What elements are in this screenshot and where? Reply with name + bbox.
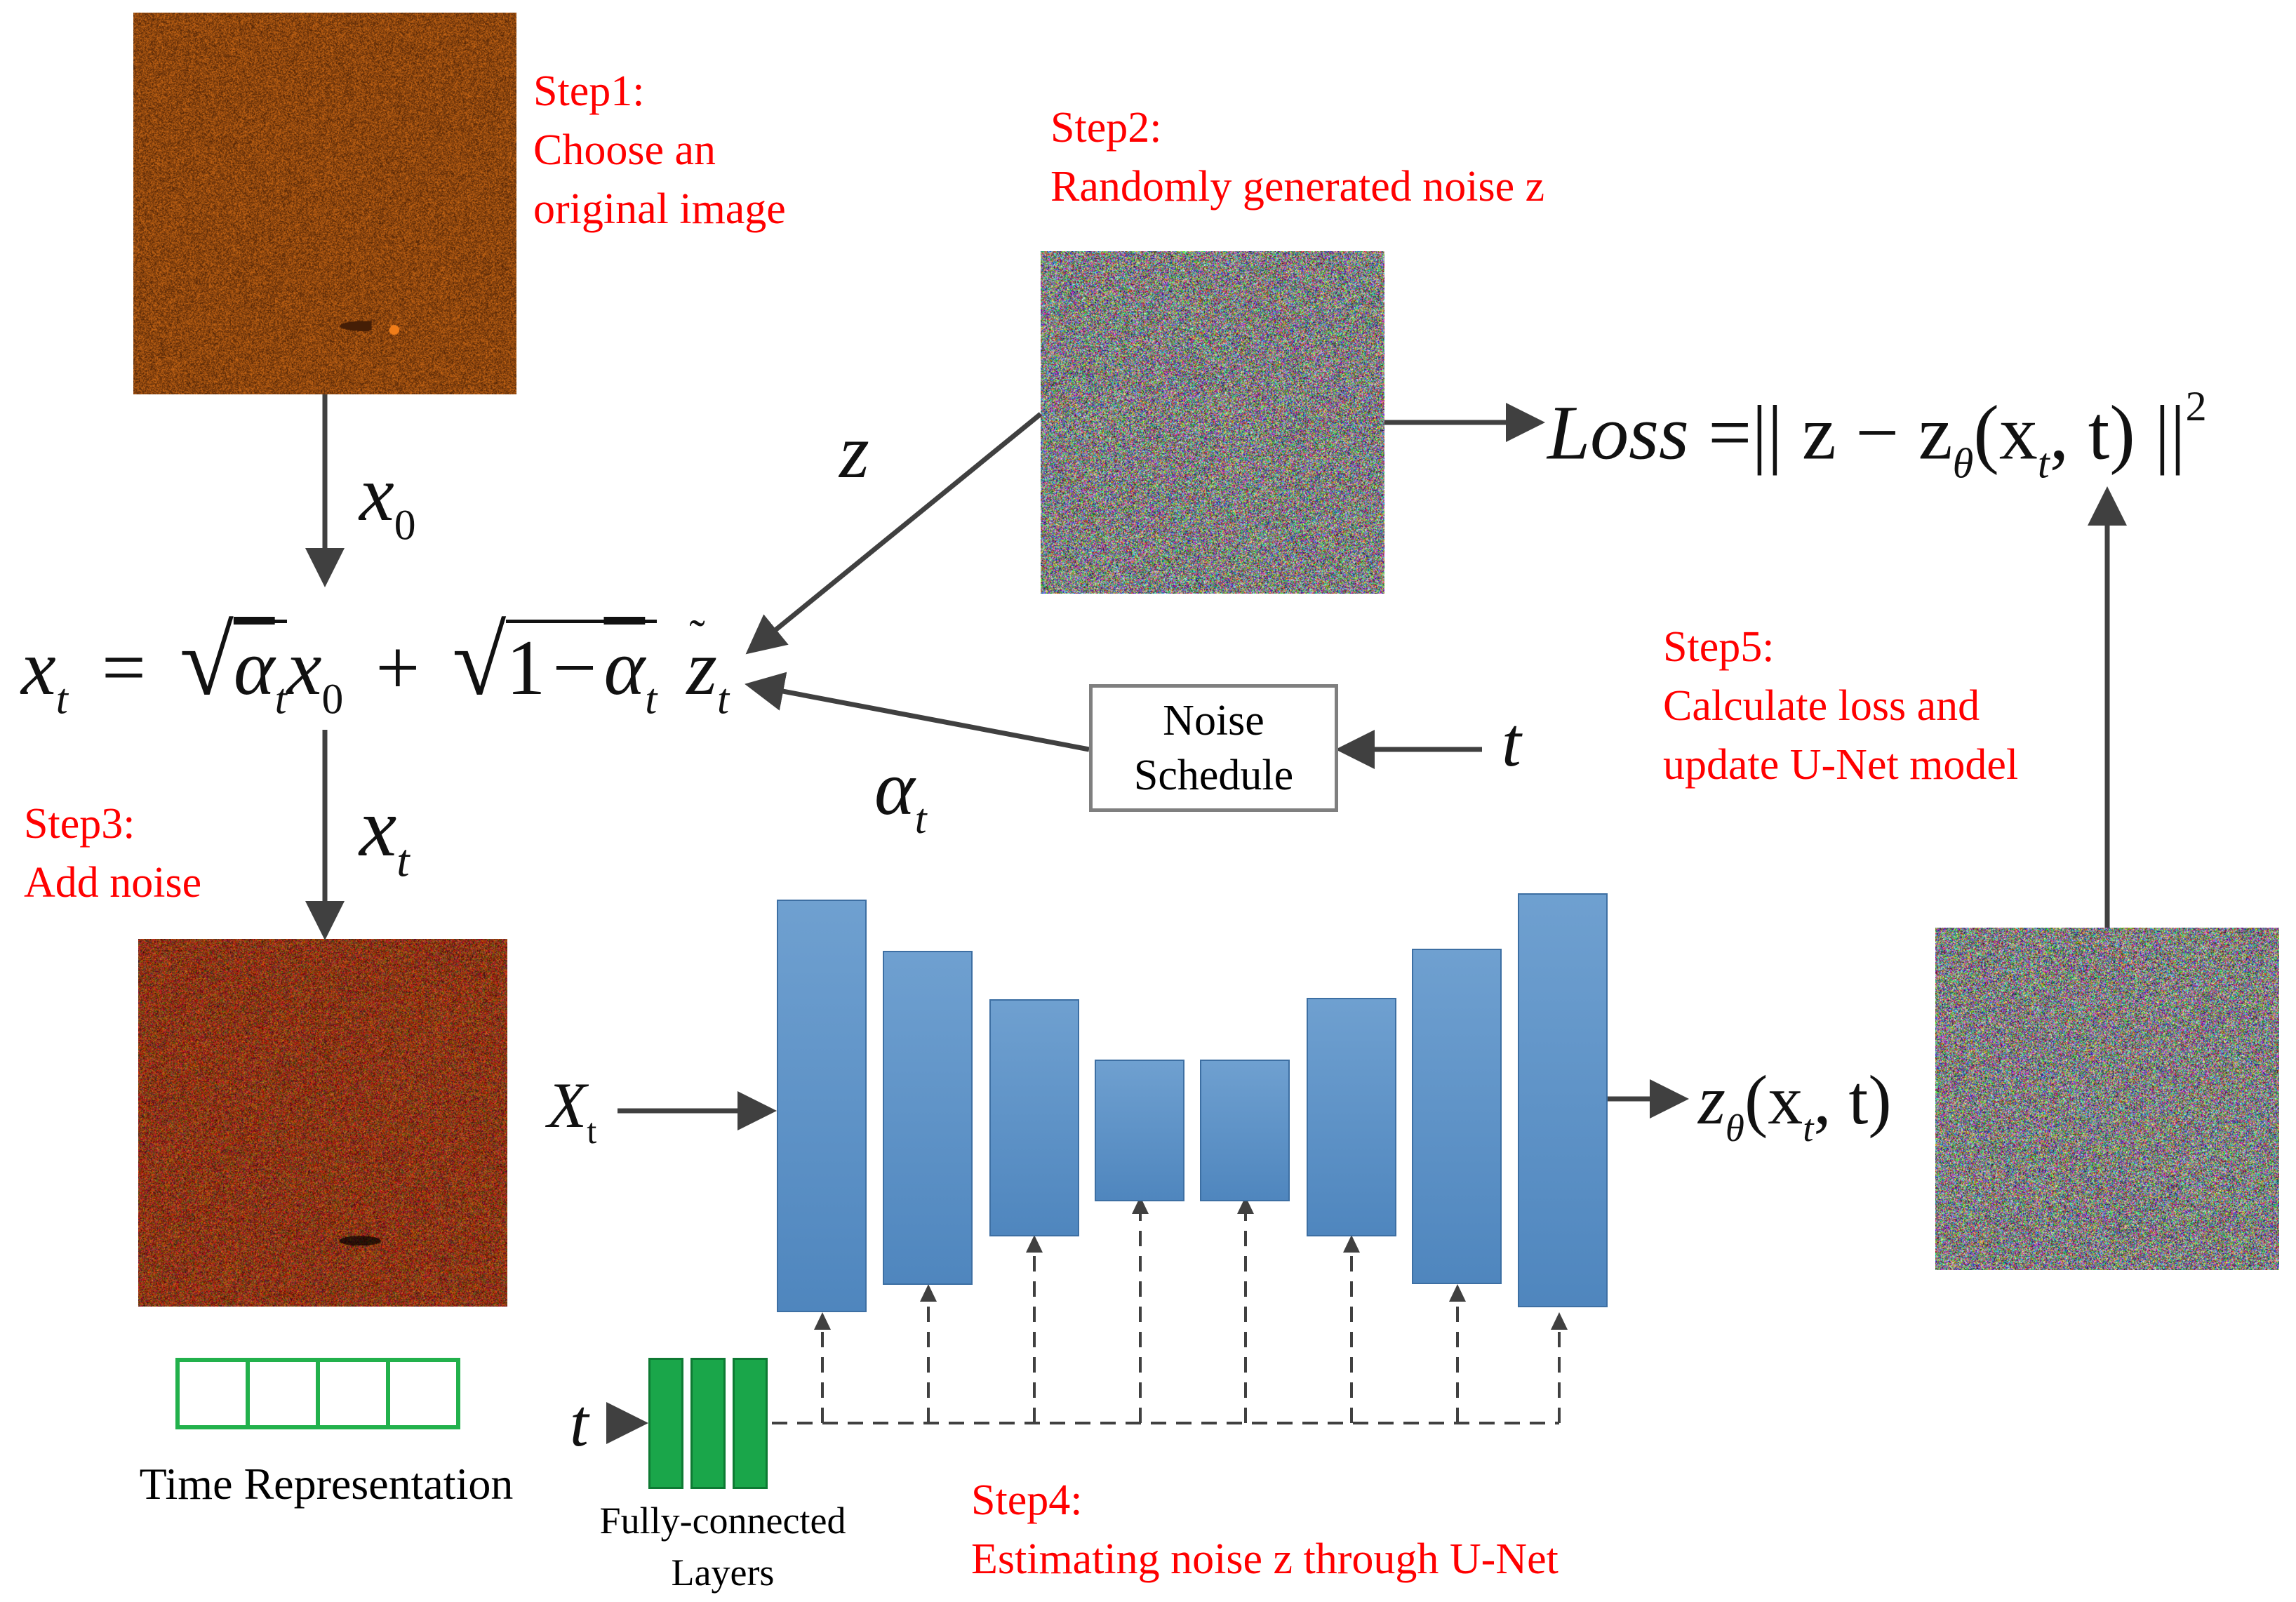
arrow-z	[745, 412, 1043, 655]
unet-encoder-block-3	[989, 999, 1079, 1236]
symbol-z: z	[839, 408, 869, 494]
symbol-t-right: t	[1502, 703, 1521, 781]
symbol-xt: xt	[359, 780, 410, 887]
noisy-image-xt	[138, 939, 507, 1307]
loss-formula: Loss =|| z − zθ(xt, t) ||2	[1547, 383, 2207, 488]
time-cell-2	[246, 1358, 320, 1429]
unet-encoder-block-1	[777, 900, 867, 1312]
fc-layer-3	[733, 1358, 768, 1489]
noise-schedule-line1: Noise	[1163, 697, 1264, 745]
symbol-alpha-t: αt	[874, 745, 927, 843]
time-cell-3	[316, 1358, 390, 1429]
symbol-t-left: t	[570, 1385, 589, 1460]
unet-output-formula: zθ(xt, t)	[1698, 1061, 1892, 1149]
symbol-x0: x0	[359, 450, 416, 549]
noise-z-image	[1041, 251, 1384, 594]
step1-text: Step1: Choose an original image	[533, 67, 786, 233]
arrow-alpha	[745, 672, 1090, 752]
unet-decoder-block-2	[1412, 949, 1502, 1284]
unet-decoder-block-3	[1518, 893, 1608, 1307]
step4-text: Step4: Estimating noise z through U-Net	[971, 1476, 1559, 1583]
step3-text: Step3: Add noise	[24, 800, 202, 907]
time-cell-1	[175, 1358, 250, 1429]
time-embedding-lines	[772, 1207, 1561, 1424]
forward-diffusion-formula: xt = √αtx0 + √1−αt ˜zt	[21, 607, 730, 723]
predicted-noise-image	[1935, 928, 2279, 1270]
time-representation-label: Time Representation	[139, 1459, 514, 1509]
unet-encoder-block-2	[883, 951, 973, 1285]
fc-layers-label: Fully-connected Layers	[599, 1500, 846, 1594]
original-image	[133, 13, 516, 394]
step5-text: Step5: Calculate loss and update U-Net m…	[1663, 623, 2019, 789]
noise-schedule-box: Noise Schedule	[1089, 684, 1338, 812]
time-cell-4	[386, 1358, 460, 1429]
noise-schedule-line2: Schedule	[1133, 752, 1294, 799]
unet-bottleneck-block-2	[1200, 1060, 1290, 1201]
time-embedding-arrowheads	[814, 1196, 1568, 1330]
fc-layer-2	[690, 1358, 726, 1489]
unet-decoder-block-1	[1307, 998, 1396, 1236]
symbol-Xt: Xt	[547, 1069, 597, 1151]
fc-layer-1	[648, 1358, 683, 1489]
unet-bottleneck-block-1	[1095, 1060, 1184, 1201]
step2-text: Step2: Randomly generated noise z	[1050, 104, 1545, 211]
